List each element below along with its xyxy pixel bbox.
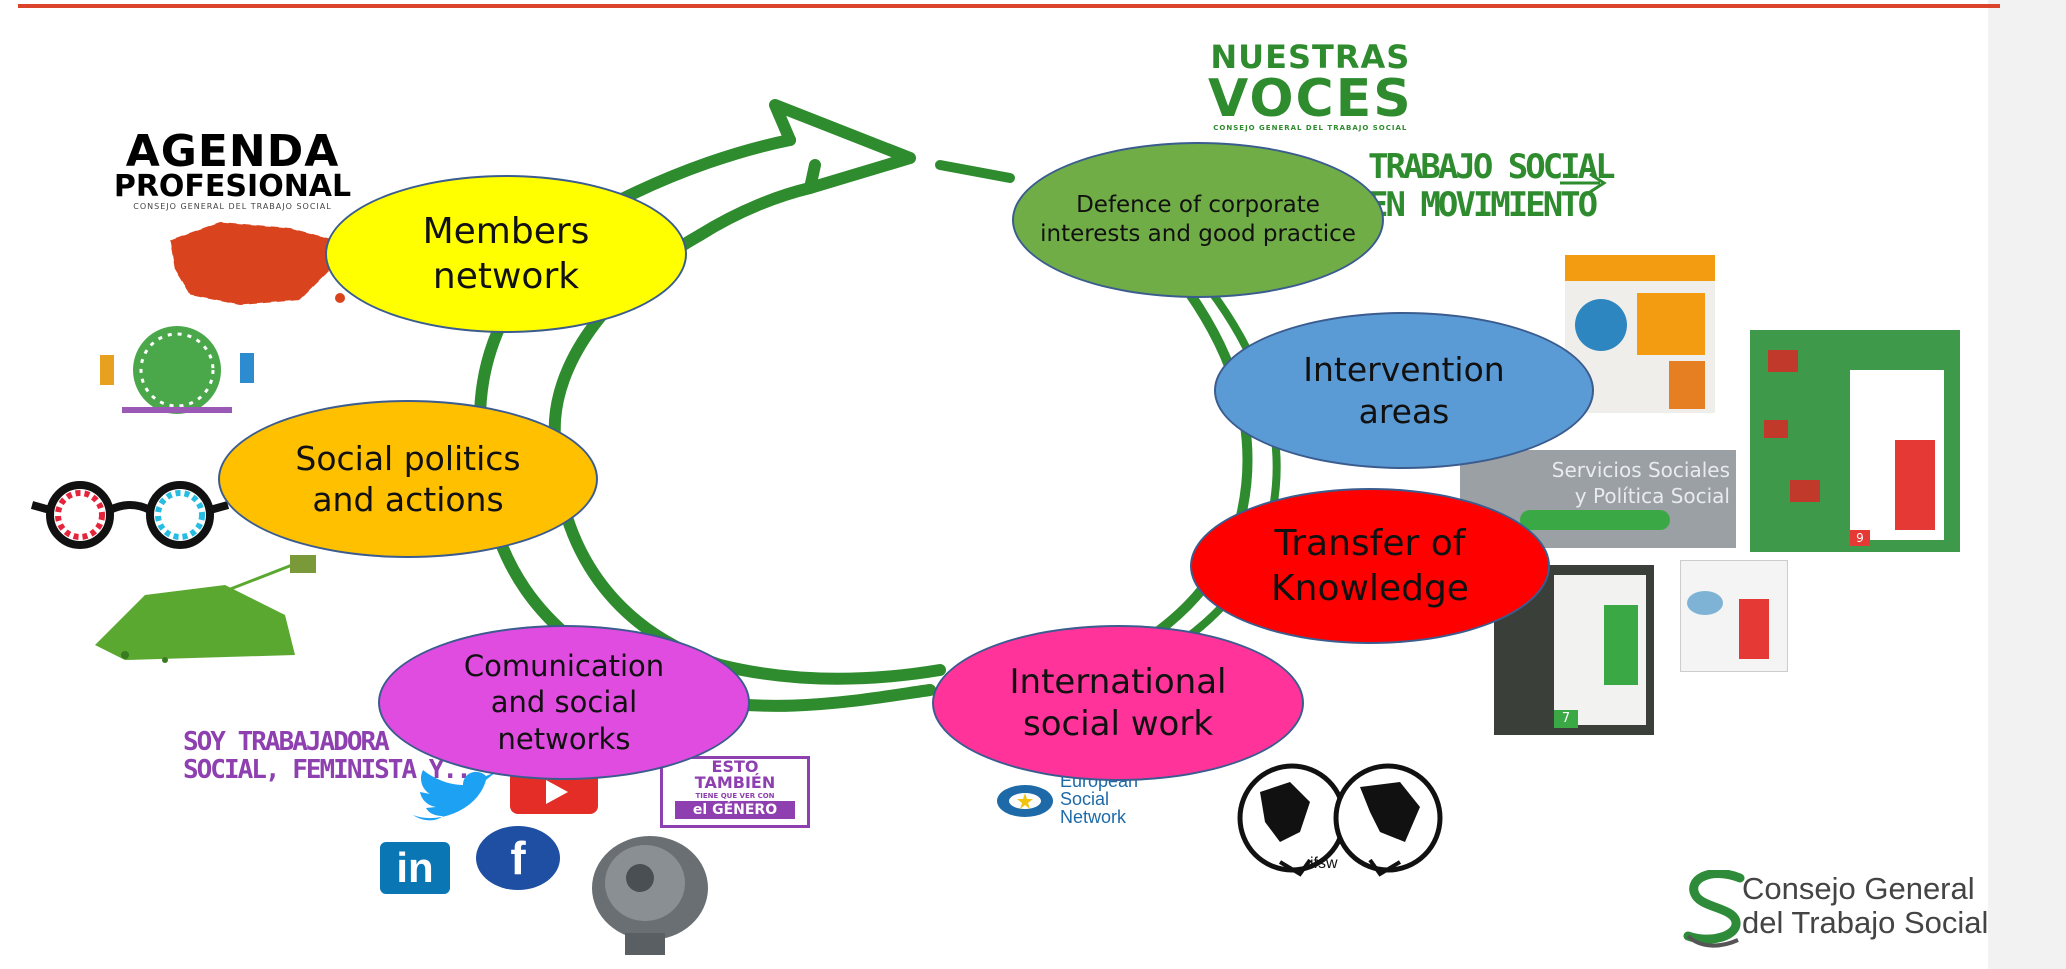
servicios-line-1: Servicios Sociales xyxy=(1551,458,1730,482)
node-intervention-line-1: Intervention xyxy=(1303,350,1505,390)
esto-line-3: TIENE QUE VER CON xyxy=(695,792,775,800)
node-defence-line-2: interests and good practice xyxy=(1040,221,1356,247)
side-panel xyxy=(1988,0,2066,969)
spain-map-image xyxy=(169,221,345,306)
esto-line-2: TAMBIÉN xyxy=(694,773,776,792)
ifsw-label: ifsw xyxy=(1310,855,1338,872)
agenda-title: AGENDA xyxy=(125,126,340,177)
cover-bar xyxy=(1739,599,1769,659)
consejo-general-logo-text: Consejo General del Trabajo Social xyxy=(1742,872,1988,940)
node-members-network: Members network xyxy=(325,175,687,333)
cover-globe xyxy=(1575,299,1627,351)
cover-number: 7 xyxy=(1554,710,1578,728)
esn-star-icon xyxy=(997,785,1053,817)
twitter-icon xyxy=(413,770,496,821)
node-defence-corporate: Defence of corporate interests and good … xyxy=(1012,142,1384,298)
sculpture-image xyxy=(592,836,708,955)
node-communication-line-3: networks xyxy=(497,721,631,756)
linkedin-label: in xyxy=(396,844,434,891)
esn-line-3: Network xyxy=(1060,807,1127,827)
servicios-swoosh xyxy=(1520,510,1670,530)
agenda-profesional-logo: AGENDA PROFESIONAL CONSEJO GENERAL DEL T… xyxy=(100,126,365,212)
cover-house-1 xyxy=(1768,350,1798,372)
arrow-top-inner xyxy=(694,182,816,241)
consejo-line-1: Consejo General xyxy=(1742,871,1975,906)
nuestras-voces-logo: NUESTRAS VOCES CONSEJO GENERAL DEL TRABA… xyxy=(1208,40,1413,132)
ifsw-globe-icon xyxy=(1237,763,1443,877)
node-international-line-2: social work xyxy=(1022,704,1214,744)
node-social-politics: Social politics and actions xyxy=(218,400,598,558)
node-communication-line-1: Comunication xyxy=(463,649,665,684)
esto-line-1: ESTO xyxy=(711,757,759,776)
cover-number: 9 xyxy=(1850,530,1870,546)
servicios-line-2: y Política Social xyxy=(1574,484,1730,508)
consejo-line-2: del Trabajo Social xyxy=(1742,905,1989,940)
node-members-line-2: network xyxy=(432,256,580,297)
cover-bar xyxy=(1669,361,1705,409)
facebook-icon: f xyxy=(476,826,560,890)
arrow-right-icon xyxy=(1560,172,1607,194)
sdg-glasses-image xyxy=(30,481,230,549)
nuestras-sub: CONSEJO GENERAL DEL TRABAJO SOCIAL xyxy=(1213,124,1408,132)
node-intervention-line-2: areas xyxy=(1358,391,1450,431)
nuestras-line-2: VOCES xyxy=(1208,69,1413,129)
node-transfer-line-2: Knowledge xyxy=(1271,568,1469,609)
consejo-s-icon xyxy=(1683,870,1745,948)
cover-panel xyxy=(1637,293,1705,355)
sdg-globe-image xyxy=(100,326,254,414)
arrow-dash-top xyxy=(935,160,1015,183)
node-intervention-areas: Intervention areas xyxy=(1214,312,1594,469)
cover-bar xyxy=(1604,605,1638,685)
trabajo-social-movimiento-logo: TRABAJO SOCIAL EN MOVIMIENTO xyxy=(1368,147,1616,225)
node-international-social-work: International social work xyxy=(932,625,1304,781)
top-rule xyxy=(18,4,2000,8)
cover-house-2 xyxy=(1790,480,1820,502)
node-social-politics-line-2: and actions xyxy=(312,480,504,519)
node-defence-line-1: Defence of corporate xyxy=(1076,192,1320,219)
nuestras-line-1: NUESTRAS xyxy=(1210,38,1411,76)
arrow-head-top xyxy=(769,99,916,194)
agenda-subtitle: PROFESIONAL xyxy=(113,169,352,204)
node-members-line-1: Members xyxy=(422,211,590,252)
cover-eye xyxy=(1687,591,1723,615)
book-cover-gears: 7 xyxy=(1494,565,1654,735)
cover-bar xyxy=(1895,440,1935,530)
facebook-label: f xyxy=(510,832,526,884)
play-icon xyxy=(546,780,568,804)
cover-house-3 xyxy=(1764,420,1788,438)
node-transfer-knowledge: Transfer of Knowledge xyxy=(1190,488,1550,644)
esto-tambien-logo: ESTO TAMBIÉN TIENE QUE VER CON el GÉNERO xyxy=(660,756,810,828)
esto-line-4: el GÉNERO xyxy=(675,801,795,819)
esn-line-2: Social xyxy=(1060,789,1110,809)
green-field-image xyxy=(95,555,316,663)
trabajo-line-1: TRABAJO SOCIAL xyxy=(1368,147,1616,187)
agenda-org: CONSEJO GENERAL DEL TRABAJO SOCIAL xyxy=(133,202,332,211)
book-cover-red-houses: 9 xyxy=(1750,330,1960,552)
node-communication: Comunication and social networks xyxy=(378,625,750,780)
node-international-line-1: International xyxy=(1009,661,1227,702)
trabajo-line-2: EN MOVIMIENTO xyxy=(1368,185,1598,225)
linkedin-icon: in xyxy=(380,842,450,894)
book-cover-eye xyxy=(1680,560,1788,672)
soy-line-1: SOY TRABAJADORA xyxy=(183,727,390,757)
node-communication-line-2: and social xyxy=(490,685,638,720)
arrow-top-outer xyxy=(614,134,796,206)
node-transfer-line-1: Transfer of xyxy=(1274,523,1466,564)
node-social-politics-line-1: Social politics xyxy=(295,438,521,478)
